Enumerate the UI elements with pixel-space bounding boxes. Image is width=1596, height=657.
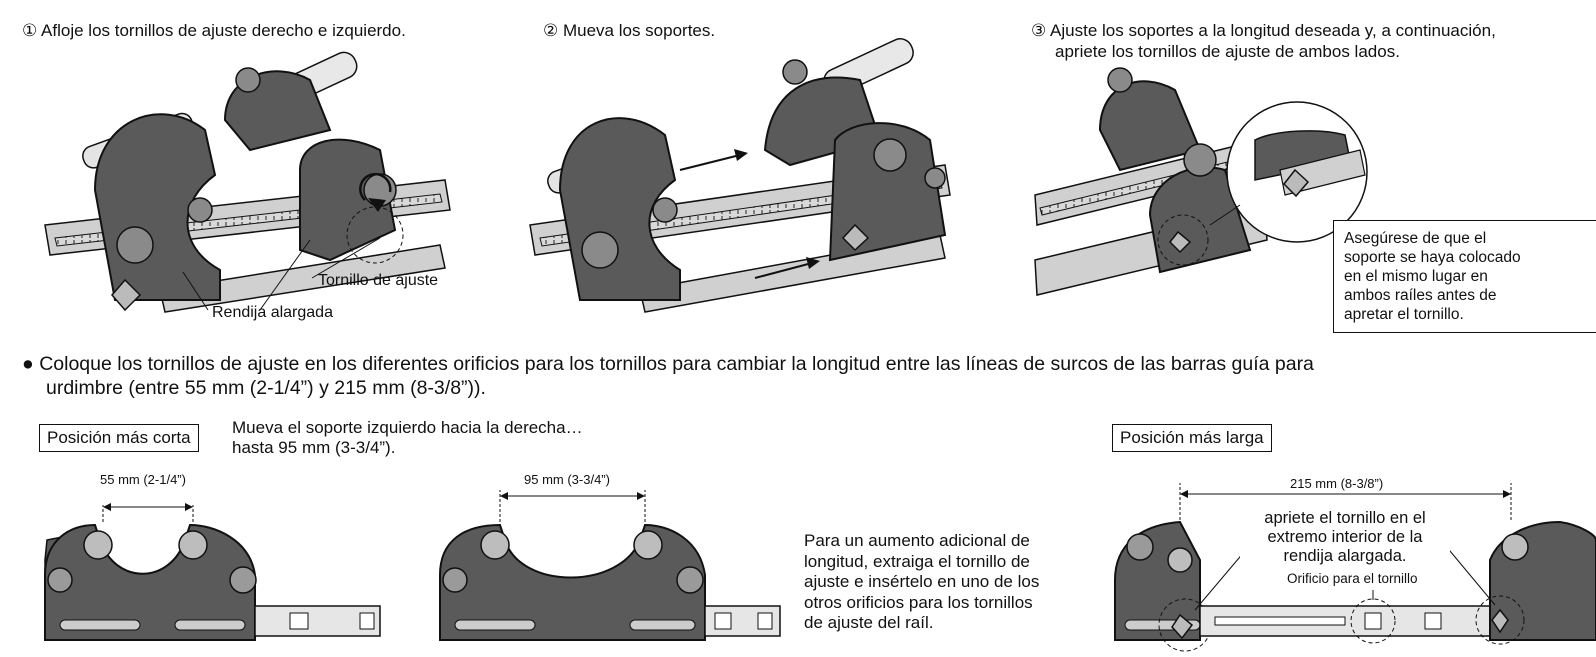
- note-line: soporte se haya colocado: [1344, 249, 1521, 266]
- step-2-illustration: [529, 38, 951, 313]
- bullet-line1: Coloque los tornillos de ajuste en los d…: [39, 353, 1314, 375]
- extra-line: ajuste e insértelo en uno de los: [804, 572, 1040, 591]
- note-line: apretar el tornillo.: [1344, 306, 1464, 323]
- long-note-line: rendija alargada.: [1283, 547, 1407, 565]
- note-line: Asegúrese de que el: [1344, 230, 1487, 247]
- extra-length-text: Para un aumento adicional de longitud, e…: [804, 531, 1064, 634]
- dimension-55mm: 55 mm (2-1/4”): [100, 472, 186, 487]
- support-alignment-note: Asegúrese de que el soporte se haya colo…: [1333, 220, 1596, 333]
- long-note-line: apriete el tornillo en el: [1264, 509, 1426, 527]
- short-position-caption: Mueva el soporte izquierdo hacia la dere…: [232, 418, 583, 458]
- long-position-label: Posición más larga: [1112, 424, 1272, 452]
- extra-line: Para un aumento adicional de: [804, 531, 1030, 550]
- long-position-note: apriete el tornillo en el extremo interi…: [1240, 509, 1450, 566]
- step-3-marker: ③: [1031, 21, 1047, 40]
- step-1-caption: ① Afloje los tornillos de ajuste derecho…: [22, 20, 406, 41]
- note-line: ambos raíles antes de: [1344, 287, 1497, 304]
- caption-line1: Mueva el soporte izquierdo hacia la dere…: [232, 418, 583, 437]
- bullet-icon: ●: [22, 353, 34, 375]
- step-2-text: Mueva los soportes.: [562, 21, 716, 40]
- extra-line: de ajuste del raíl.: [804, 613, 934, 632]
- extra-line: longitud, extraiga el tornillo de: [804, 551, 1030, 571]
- caption-line2: hasta 95 mm (3-3/4”).: [232, 438, 396, 457]
- step-3-line2: apriete los tornillos de ajuste de ambos…: [1055, 42, 1400, 61]
- short-position-illustration: [44, 503, 381, 641]
- step-3-line1: Ajuste los soportes a la longitud desead…: [1050, 21, 1496, 40]
- step-2-marker: ②: [543, 21, 559, 40]
- bullet-line2: urdimbre (entre 55 mm (2-1/4”) y 215 mm …: [46, 377, 486, 399]
- elongated-slot-callout: Rendija alargada: [212, 304, 333, 321]
- step-3-illustration: [1034, 67, 1368, 296]
- adjust-screw-callout: Tornillo de ajuste: [318, 272, 439, 289]
- extra-line: otros orificios para los tornillos: [804, 592, 1033, 612]
- long-note-line: extremo interior de la: [1267, 528, 1423, 546]
- short-position-95-illustration: [439, 490, 781, 641]
- step-1-text: Afloje los tornillos de ajuste derecho e…: [41, 21, 406, 40]
- screw-hole-label: Orificio para el tornillo: [1287, 571, 1418, 586]
- dimension-215mm: 215 mm (8-3/8”): [1290, 476, 1384, 491]
- step-1-marker: ①: [22, 21, 38, 40]
- dimension-95mm: 95 mm (3-3/4”): [524, 472, 610, 487]
- step-3-caption: ③ Ajuste los soportes a la longitud dese…: [1031, 20, 1496, 62]
- note-line: en el mismo lugar en: [1344, 268, 1488, 285]
- adjustment-bullet: ● Coloque los tornillos de ajuste en los…: [22, 352, 1592, 400]
- step-1-illustration: [44, 51, 451, 313]
- step-2-caption: ② Mueva los soportes.: [543, 20, 715, 41]
- long-position-illustration: [1114, 483, 1596, 652]
- short-position-label: Posición más corta: [39, 424, 199, 452]
